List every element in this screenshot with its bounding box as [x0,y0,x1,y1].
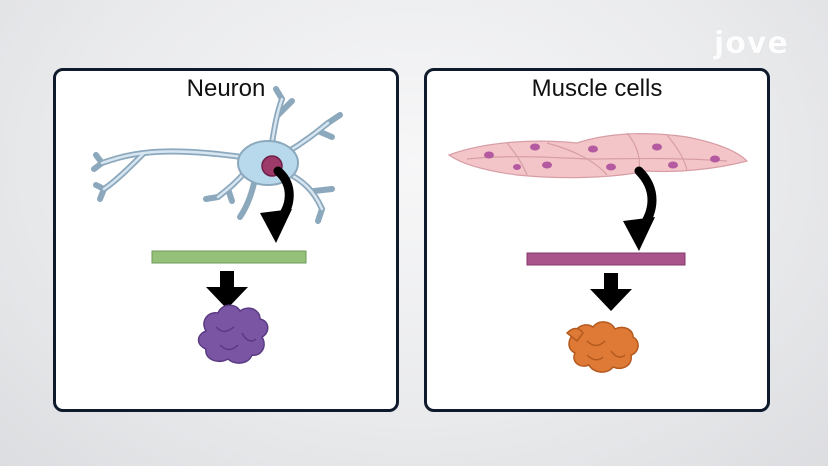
protein-icon [197,304,269,364]
curved-arrow-icon [260,166,294,243]
down-arrow-icon [206,271,248,309]
neuron-diagram [91,86,343,364]
muscle-diagram [447,132,749,373]
neuron-title: Neuron [186,75,266,102]
neuron-cell [91,86,343,224]
muscle-title: Muscle cells [531,75,663,102]
muscle-panel: Muscle cells [424,68,770,412]
down-arrow-icon [590,273,632,311]
mrna-bar [151,250,307,264]
curved-arrow-icon [623,166,657,251]
neuron-panel: Neuron [53,68,399,412]
protein-icon [565,321,639,373]
jove-logo: jove [714,26,789,61]
muscle-nuclei [484,143,720,171]
mrna-bar [526,252,686,266]
